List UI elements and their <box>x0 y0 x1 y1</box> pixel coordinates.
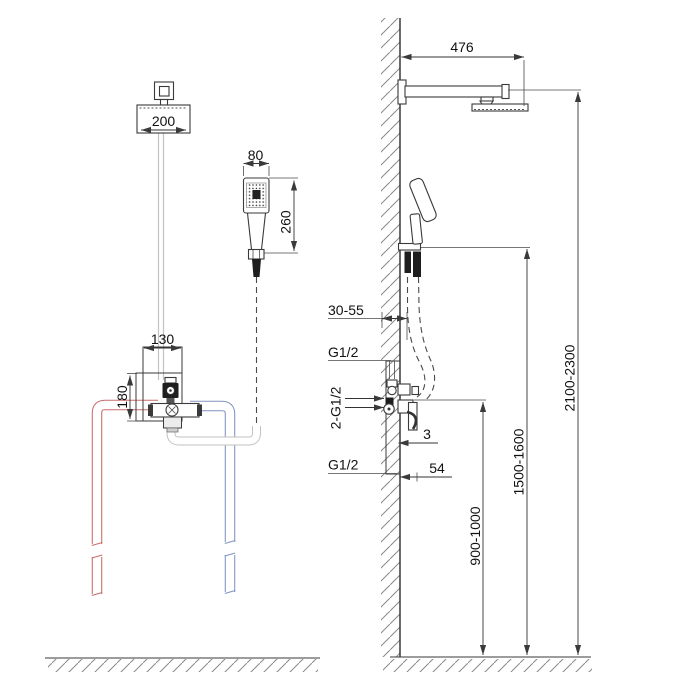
dim-plate-gap: 3 <box>398 426 438 447</box>
rain-shower-head-side <box>471 103 529 112</box>
riser-pipe <box>157 133 165 380</box>
cold-water-pipe <box>190 400 236 594</box>
dim-valve-height-label: 900-1000 <box>467 506 483 565</box>
floor-front <box>45 657 320 672</box>
label-bottom-thread-text: G1/2 <box>328 457 359 473</box>
wall <box>381 18 401 657</box>
hand-shower-front <box>242 177 270 277</box>
dim-mixer-height-label: 180 <box>114 385 130 409</box>
dim-hand-shower-width: 80 <box>243 147 270 176</box>
dim-protrusion: 54 <box>400 460 452 482</box>
hand-shower-hose-side <box>406 276 436 402</box>
dim-hand-shower-width-label: 80 <box>248 147 264 163</box>
dim-overhead-height-label: 2100-2300 <box>562 344 578 411</box>
front-view: 200 80 260 130 <box>45 81 320 672</box>
hand-shower-bracket <box>397 242 422 251</box>
dim-hand-shower-height: 1500-1600 <box>421 247 531 655</box>
valve-handle-side <box>406 410 418 430</box>
hand-shower-side <box>404 177 437 277</box>
label-top-thread-text: G1/2 <box>328 344 359 360</box>
mixer-valve-front <box>148 376 202 433</box>
label-top-thread: G1/2 <box>328 344 391 361</box>
label-bottom-thread: G1/2 <box>328 457 397 474</box>
dim-hand-shower-height-label: 1500-1600 <box>511 428 527 495</box>
concealed-valve-body <box>383 360 420 475</box>
dim-mixer-width: 130 <box>144 331 181 352</box>
dim-arm-length: 476 <box>401 39 525 106</box>
dim-embed-depth: 30-55 <box>328 302 408 340</box>
wall-hatch <box>381 18 400 657</box>
dim-mixer-height: 180 <box>114 373 137 422</box>
hot-water-pipe <box>91 399 158 596</box>
dim-overhead-height: 2100-2300 <box>508 89 582 655</box>
dim-valve-height: 900-1000 <box>414 399 487 655</box>
dim-mixer-width-label: 130 <box>151 331 175 347</box>
side-view: 476 30-55 G1/2 2-G1/2 3 <box>328 18 592 672</box>
dim-hand-shower-length-label: 260 <box>278 210 294 234</box>
dim-hand-shower-length: 260 <box>264 177 298 254</box>
dim-plate-gap-label: 3 <box>423 426 431 442</box>
shower-arm-side <box>397 79 510 107</box>
floor-side <box>383 656 592 672</box>
ceiling-mount <box>153 81 175 106</box>
dim-arm-length-label: 476 <box>450 39 474 55</box>
dim-embed-depth-label: 30-55 <box>328 302 364 318</box>
outlet-pipe <box>166 424 261 446</box>
dim-protrusion-label: 54 <box>429 460 445 476</box>
label-inlet-threads: 2-G1/2 <box>328 386 384 429</box>
dim-overhead-width: 200 <box>141 113 186 134</box>
dim-overhead-width-label: 200 <box>152 113 176 129</box>
label-inlet-threads-text: 2-G1/2 <box>328 386 344 429</box>
